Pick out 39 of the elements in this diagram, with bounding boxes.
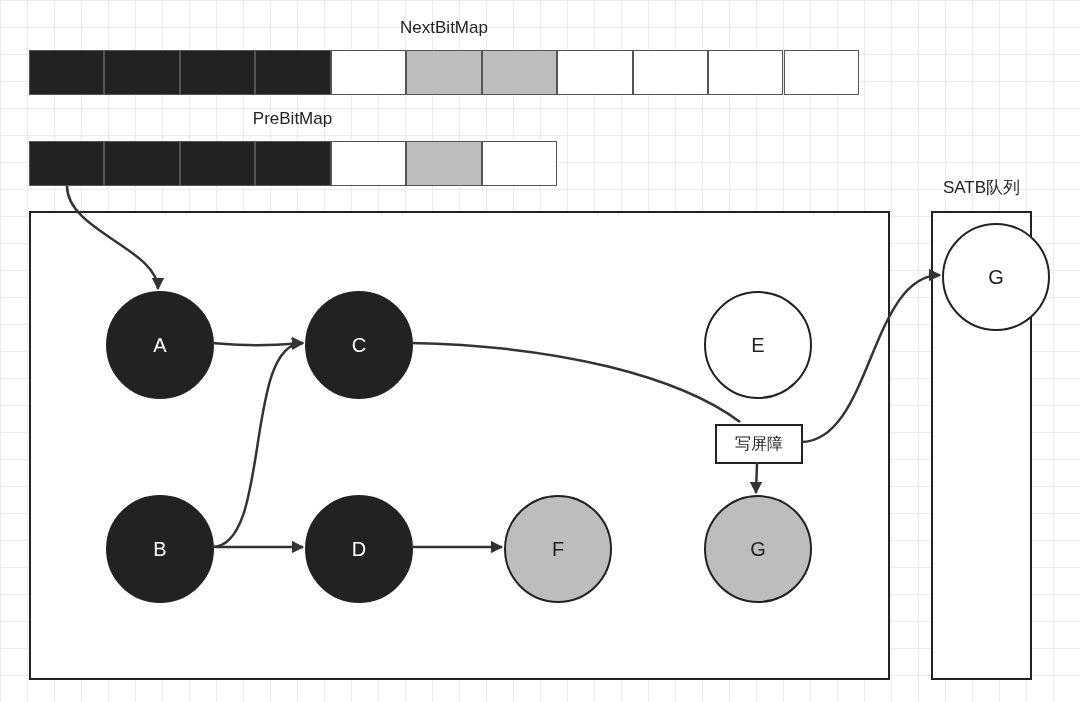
arrow (212, 540, 305, 554)
object-label: G (988, 265, 1004, 289)
bitmap-cell (330, 50, 407, 95)
arrow (800, 271, 942, 444)
process-box (715, 424, 803, 464)
bitmap-cell (557, 50, 633, 95)
arrow (211, 337, 305, 351)
bitmap-cell (255, 141, 331, 186)
bitmap-cell (783, 50, 859, 95)
bitmap-cell (179, 50, 256, 95)
arrow (749, 462, 763, 495)
bitmap-cell (481, 50, 558, 95)
bitmap-cell (104, 141, 180, 186)
bitmap-cell (255, 50, 331, 95)
arrow (65, 185, 163, 291)
object-label: G (750, 537, 766, 561)
bitmap-cell (632, 50, 709, 95)
bitmap-cell (406, 50, 482, 95)
bitmap-cell (104, 50, 180, 95)
object-label: E (751, 333, 765, 357)
arrow (411, 540, 504, 554)
object-label: F (551, 537, 565, 561)
box-label: 写屏障 (735, 433, 783, 454)
bitmap-cell (406, 141, 482, 186)
bitmap-cell (708, 50, 784, 95)
bitmap-title: PreBitMap (251, 109, 334, 129)
bitmap-cell (29, 141, 105, 186)
bitmap-cell (330, 141, 407, 186)
object-label: B (153, 537, 167, 561)
bitmap-cell (481, 141, 558, 186)
object-label: D (351, 537, 367, 561)
object-label: C (351, 333, 367, 357)
arrow (211, 340, 305, 549)
queue-title: SATB队列 (941, 177, 1022, 199)
object-label: A (153, 333, 167, 357)
region-frame (29, 211, 890, 680)
bitmap-title: NextBitMap (399, 18, 489, 38)
bitmap-cell (179, 141, 256, 186)
bitmap-cell (29, 50, 105, 95)
